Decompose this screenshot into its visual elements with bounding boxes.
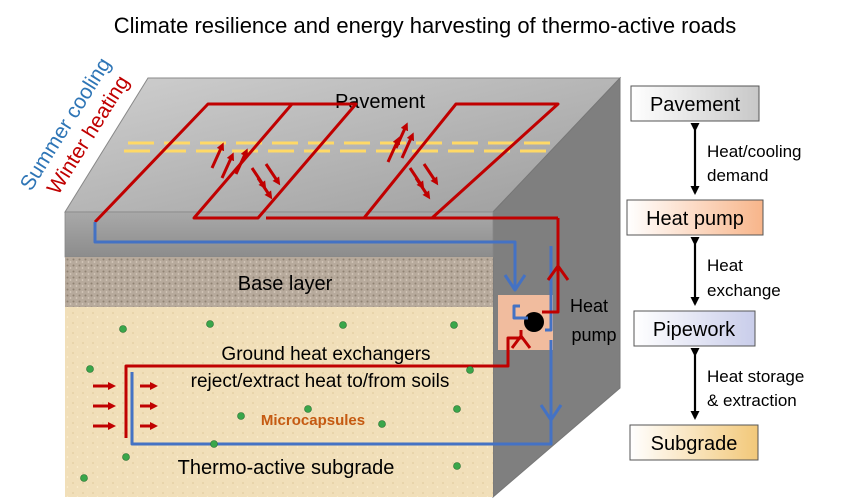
exchanger-text-line1: Ground heat exchangers xyxy=(221,344,430,365)
flow-box-subgrade xyxy=(629,424,759,461)
flow-box-heat-pump xyxy=(626,199,764,236)
microcapsule-dots xyxy=(80,320,474,482)
flow-box-pipework-text: Pipework xyxy=(653,319,736,341)
flow-link-1-line1: Heat/cooling xyxy=(707,142,802,161)
flow-box-pavement-text: Pavement xyxy=(650,94,740,116)
heat-pump-icon xyxy=(524,312,544,332)
flow-link-1-line2: demand xyxy=(707,166,768,185)
pavement-heat-arrows xyxy=(210,122,439,200)
flow-link-3-line1: Heat storage xyxy=(707,367,804,386)
heating-circuit xyxy=(124,218,570,438)
base-layer xyxy=(65,257,493,307)
flow-box-pipework xyxy=(633,310,756,347)
exchanger-text-line2: reject/extract heat to/from soils xyxy=(191,371,450,392)
microcapsules-label: Microcapsules xyxy=(261,412,365,429)
flow-link-2-line1: Heat xyxy=(707,256,743,275)
heat-pump-label-line2: pump xyxy=(571,325,616,345)
pavement-layer-label: Pavement xyxy=(335,91,425,113)
subgrade-layer-label: Thermo-active subgrade xyxy=(178,457,395,479)
flow-box-pavement xyxy=(630,85,760,122)
heat-pump-label-line1: Heat xyxy=(570,296,608,316)
subgrade-layer xyxy=(65,307,493,497)
subgrade-heat-arrows xyxy=(93,382,158,430)
base-layer-label: Base layer xyxy=(238,273,333,295)
flow-chart: Pavement Heat pump Pipework Subgrade Hea… xyxy=(626,85,804,461)
pavement-pipe-loops xyxy=(93,102,560,224)
flow-box-subgrade-text: Subgrade xyxy=(651,433,738,455)
flow-link-2-line2: exchange xyxy=(707,281,781,300)
flow-box-heat-pump-text: Heat pump xyxy=(646,208,744,230)
flow-link-3-line2: & extraction xyxy=(707,391,797,410)
diagram-title: Climate resilience and energy harvesting… xyxy=(114,13,736,38)
